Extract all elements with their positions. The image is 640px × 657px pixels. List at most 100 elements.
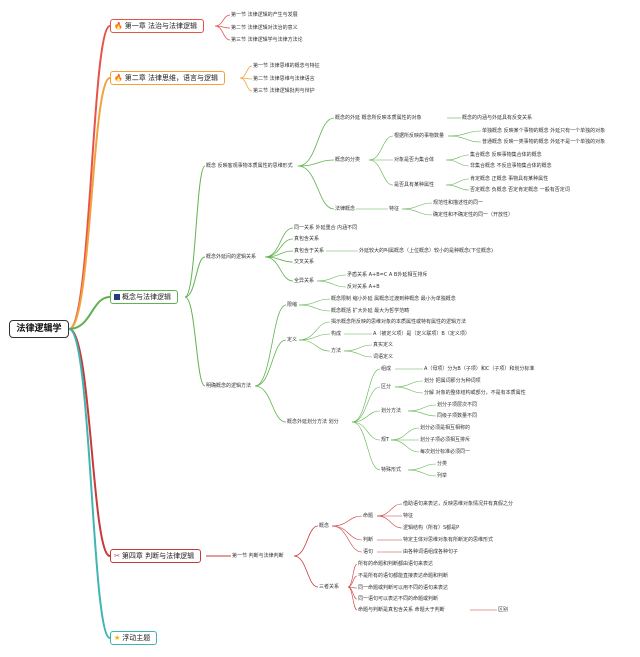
relation-same-sentence[interactable]: 同一语句可以表达不同的命题或判断 [358, 596, 439, 602]
ch4-sentence[interactable]: 语句 [363, 549, 374, 555]
division-special[interactable]: 特殊形式 [381, 467, 402, 473]
connector-line [331, 525, 363, 553]
ch2-item-1[interactable]: 第一节 法律思维的概念与特征 [253, 63, 320, 69]
connector-line [401, 208, 433, 216]
genus-species-note[interactable]: 外延较大的叫属概念（上位概念）较小的是种概念(下位概念) [359, 248, 493, 254]
concept-generalization[interactable]: 概念概括 扩大外延 最大为哲学范畴 [331, 308, 410, 314]
relation-disjoint[interactable]: 全异关系 [294, 278, 315, 284]
relation-identity[interactable]: 同一关系 外延重合 内涵不同 [294, 225, 358, 231]
non-collective-concept[interactable]: 非集合概念 不反应事物集合体的概念 [470, 163, 552, 169]
legal-concept-feature[interactable]: 特征 [389, 206, 400, 212]
extension-intension-relation[interactable]: 概念的内涵与外延具有反变关系 [462, 115, 533, 121]
ch4-difference[interactable]: 区别 [498, 607, 509, 613]
contradictory-relation[interactable]: 矛盾关系 A+B=C A B外延相互排斥 [347, 272, 428, 278]
definition-method[interactable]: 方法 [331, 348, 342, 354]
sentence-definition[interactable]: 由各种词语组成各种句子 [403, 549, 459, 555]
connector-line [184, 296, 206, 387]
connector-line [447, 135, 482, 143]
relation-same-proposition[interactable]: 同一命题或判断可以用不同的语句来表达 [358, 585, 449, 591]
general-concept[interactable]: 普通概念 反映一类事物的概念 外延不是一个单独的对象 [482, 139, 606, 145]
connector-line [351, 368, 381, 423]
feature-certainty[interactable]: 确定性和不确定性的同一（开放性） [433, 212, 514, 218]
contrary-relation[interactable]: 反对关系 A+B [347, 284, 380, 290]
class-by-attribute[interactable]: 是否具有某种属性 [394, 182, 435, 188]
proposition-structure[interactable]: 逻辑结构（所有）S都是P [403, 525, 460, 531]
division-rules[interactable]: 规T [381, 437, 390, 443]
ch2-item-3[interactable]: 第三节 法律逻辑批判与辩护 [253, 88, 315, 94]
ch1-item-2[interactable]: 第二节 法律逻辑对法治的意义 [231, 25, 298, 31]
ch1-item-3[interactable]: 第三节 法律逻辑学与法律方法论 [231, 37, 303, 43]
connector-line [368, 135, 394, 161]
connector-line [254, 339, 287, 387]
concept-classification[interactable]: 概念的分类 [335, 157, 361, 163]
feature-normative[interactable]: 规范性和描述性的同一 [433, 200, 484, 206]
rule-same-standard[interactable]: 每次划分标准必须同一 [420, 449, 471, 455]
division-method[interactable]: 概念外延划分方法 划分 [287, 419, 339, 425]
rule-balanced[interactable]: 划分必须是相互相称的 [420, 425, 471, 431]
division-distinguish[interactable]: 区分 [381, 384, 392, 390]
ch1-item-1[interactable]: 第一节 法律逻辑的产生与发展 [231, 12, 298, 18]
collective-concept[interactable]: 集合概念 反映事物集合体的概念 [470, 152, 542, 158]
extension-relations[interactable]: 概念外延间的逻辑关系 [206, 254, 257, 260]
special-enumerate[interactable]: 列举 [437, 473, 448, 479]
concept-extension[interactable]: 概念的外延 概念所反映本质属性的对象 [335, 115, 422, 121]
relation-intersect[interactable]: 交叉关系 [294, 259, 315, 265]
connector-line [68, 25, 111, 330]
positive-concept[interactable]: 肯定概念 正概念 事物具有某种属性 [470, 176, 549, 182]
relation-all-expressed[interactable]: 所有的命题和判断都由语句来表达 [358, 561, 434, 567]
concept-definition[interactable]: 概念 反映客观事物本质属性的思维形式 [206, 163, 293, 169]
ch4-section-1[interactable]: 第一节 判断与法律判断 [232, 553, 284, 559]
relation-contains[interactable]: 命题与判断是真包含关系 命题大于判断 [358, 607, 445, 613]
star-icon: ★ [114, 633, 121, 642]
division-split[interactable]: 划分 把属词那分为种词项 [424, 378, 481, 384]
concept-restriction[interactable]: 概念限制 缩小外延 属概念过渡到种概念 最小为单独概念 [331, 296, 456, 302]
connector-line [407, 469, 437, 477]
chapter-2-topic[interactable]: 🔥 第二章 法律思维，语言与逻辑 [110, 71, 225, 85]
chapter-4-topic[interactable]: ✂ 第四章 判断与法律逻辑 [110, 549, 202, 563]
definition-explain[interactable]: 揭示概念所反映的思维对象的本质属性或特有属性的逻辑方法 [331, 319, 467, 325]
division-ways[interactable]: 划分方法 [381, 408, 402, 414]
ch4-relations[interactable]: 三者关系 [319, 584, 340, 590]
connector-line [401, 202, 433, 210]
division-formula[interactable]: A（母项）分为B（子项）和C（子项）和划分标准 [424, 366, 535, 372]
root-topic[interactable]: 法律逻辑学 [9, 320, 69, 338]
connector-line [68, 296, 111, 330]
connector-line [297, 159, 335, 167]
connector-line [351, 421, 381, 471]
method-definition[interactable]: 定义 [287, 337, 298, 343]
negative-concept[interactable]: 否定概念 负概念 否定肯定概念 一般有否定词 [470, 187, 570, 193]
class-by-collective[interactable]: 对象是否为集合体 [394, 157, 435, 163]
division-count[interactable]: 同级子项数量不同 [437, 413, 478, 419]
relation-contained[interactable]: 真包含于关系 [294, 248, 325, 254]
connector-line [316, 274, 347, 282]
division-decompose[interactable]: 分解 对象的整体结构或部分，不是有本质属性 [424, 390, 526, 396]
relation-not-all-sentences[interactable]: 不是所有的语句都能直接表达命题和判断 [358, 573, 449, 579]
proposition-feature[interactable]: 特征 [403, 513, 414, 519]
floating-topic[interactable]: ★ 浮动主题 [110, 631, 158, 645]
class-by-quantity[interactable]: 根据所反映的事物数量 [394, 133, 445, 139]
definition-formula[interactable]: A（被定义项）是（定义联项）B（定义项） [373, 331, 470, 337]
rule-exclusive[interactable]: 划分子项必须相互排斥 [420, 437, 471, 443]
chapter-1-topic[interactable]: 🔥 第一章 法治与法律逻辑 [110, 19, 204, 33]
special-classify[interactable]: 分类 [437, 461, 448, 467]
fire-icon: 🔥 [114, 21, 123, 30]
chapter-3-topic[interactable]: 概念与法律逻辑 [110, 290, 178, 304]
connector-line [264, 256, 294, 282]
ch4-proposition[interactable]: 命题 [363, 513, 374, 519]
real-definition[interactable]: 真实定义 [373, 342, 394, 348]
ch2-item-2[interactable]: 第二节 法律思维与法律语言 [253, 76, 315, 82]
relation-contains[interactable]: 真包含关系 [294, 236, 320, 242]
single-concept[interactable]: 单独概念 反映某个事物的概念 外延只有一个单独的对象 [482, 128, 606, 134]
judgment-definition[interactable]: 特定主体对思维对象有所断定的思维形式 [403, 537, 494, 543]
legal-concept[interactable]: 法律概念 [335, 206, 356, 212]
division-composition[interactable]: 组成 [381, 366, 392, 372]
proposition-definition[interactable]: 借助语句来表达，反映思维对象情况并有真假之分 [403, 501, 514, 507]
nominal-definition[interactable]: 词语定义 [373, 354, 394, 360]
clarify-methods[interactable]: 明确概念的逻辑方法 [206, 383, 252, 389]
ch4-judgment[interactable]: 判断 [363, 537, 374, 543]
method-limit[interactable]: 限缩 [287, 302, 298, 308]
ch4-concept[interactable]: 概念 [319, 523, 330, 529]
definition-structure[interactable]: 构成 [331, 331, 342, 337]
connector-line [331, 515, 363, 527]
division-level[interactable]: 划分子项层次不同 [437, 402, 478, 408]
